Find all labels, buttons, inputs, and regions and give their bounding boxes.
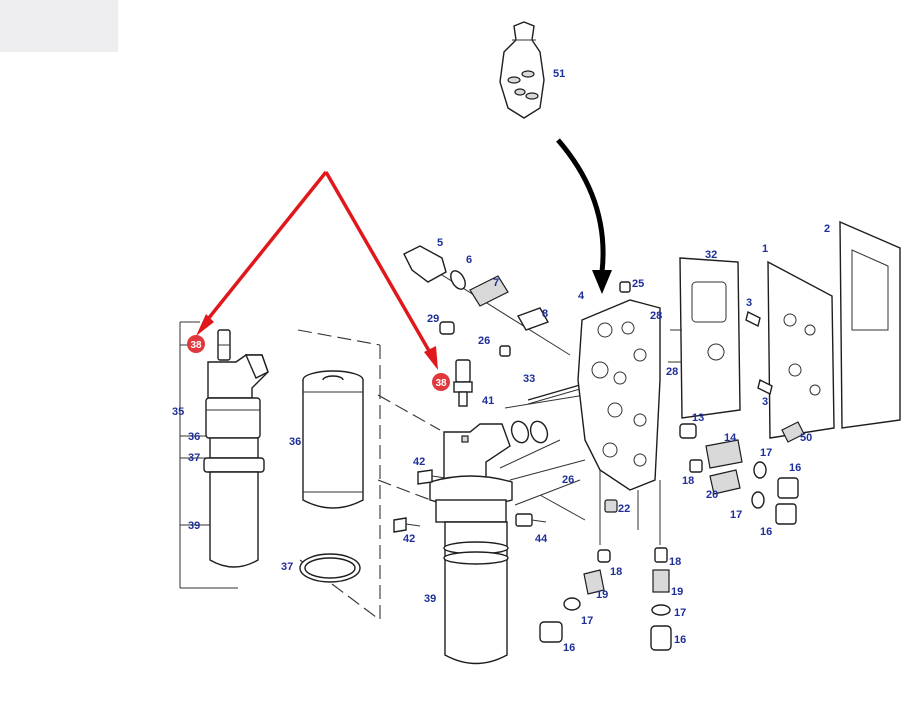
label-7: 7 <box>493 277 499 289</box>
parts-bag-icon <box>499 21 545 119</box>
red-arrows <box>196 170 438 370</box>
label-29: 29 <box>427 313 439 325</box>
label-39a: 39 <box>188 520 200 532</box>
label-19a: 19 <box>671 586 683 598</box>
label-6: 6 <box>466 254 472 266</box>
label-3a: 3 <box>746 297 752 309</box>
label-13: 13 <box>692 412 704 424</box>
label-17d: 17 <box>581 615 593 627</box>
black-arrow <box>556 138 606 273</box>
label-32: 32 <box>705 249 717 261</box>
label-3b: 3 <box>762 396 768 408</box>
label-19b: 19 <box>596 589 608 601</box>
label-17a: 17 <box>760 447 772 459</box>
label-2: 2 <box>824 223 830 235</box>
label-16d: 16 <box>563 642 575 654</box>
label-39b: 39 <box>424 593 436 605</box>
svg-text:38: 38 <box>435 378 447 389</box>
valve-parts-left <box>403 245 581 405</box>
valve-parts-right <box>679 423 799 525</box>
label-22: 22 <box>618 503 630 515</box>
label-33: 33 <box>523 373 535 385</box>
label-35: 35 <box>172 406 184 418</box>
label-17c: 17 <box>674 607 686 619</box>
label-5: 5 <box>437 237 443 249</box>
label-16b: 16 <box>760 526 772 538</box>
filter-element <box>297 329 381 621</box>
label-1: 1 <box>762 243 768 255</box>
label-42a: 42 <box>413 456 425 468</box>
left-filter-assembly <box>179 321 269 589</box>
label-16a: 16 <box>789 462 801 474</box>
part-number-labels: 51 2 1 32 5 6 7 25 4 3 8 28 29 26 28 33 … <box>172 68 830 654</box>
label-18c: 18 <box>610 566 622 578</box>
label-37b: 37 <box>281 561 293 573</box>
label-36b: 36 <box>289 436 301 448</box>
black-arrow-head <box>592 270 612 294</box>
label-14: 14 <box>724 432 737 444</box>
label-26b: 26 <box>562 474 574 486</box>
label-51: 51 <box>553 68 565 80</box>
label-26a: 26 <box>478 335 490 347</box>
label-36a: 36 <box>188 431 200 443</box>
svg-text:38: 38 <box>190 340 202 351</box>
label-28a: 28 <box>650 310 662 322</box>
label-28b: 28 <box>666 366 678 378</box>
label-4: 4 <box>578 290 585 302</box>
corner-tab <box>0 0 118 52</box>
label-8: 8 <box>542 308 548 320</box>
label-37a: 37 <box>188 452 200 464</box>
label-17b: 17 <box>730 509 742 521</box>
label-18a: 18 <box>682 475 694 487</box>
label-42b: 42 <box>403 533 415 545</box>
label-16c: 16 <box>674 634 686 646</box>
label-50: 50 <box>800 432 812 444</box>
badge-38-left: 38 <box>187 335 205 353</box>
label-20: 20 <box>706 489 718 501</box>
badge-38-center: 38 <box>432 373 450 391</box>
bottom-parts <box>539 470 672 651</box>
label-44: 44 <box>535 533 548 545</box>
valve-block <box>577 281 661 530</box>
label-25: 25 <box>632 278 644 290</box>
label-41: 41 <box>482 395 494 407</box>
label-18b: 18 <box>669 556 681 568</box>
filter-housing <box>377 321 586 665</box>
cover-plates <box>668 220 901 443</box>
